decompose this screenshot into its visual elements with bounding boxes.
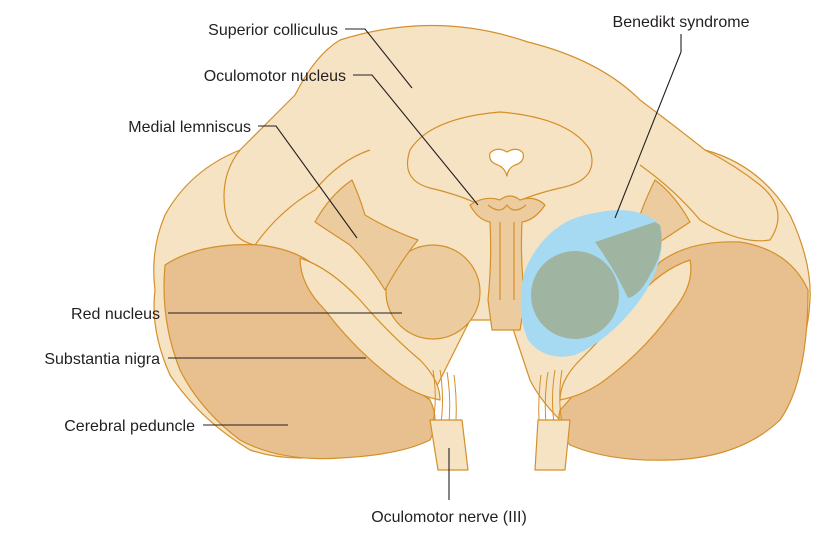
- label-medial-lemniscus: Medial lemniscus: [128, 119, 251, 136]
- label-cerebral-peduncle: Cerebral peduncle: [64, 418, 195, 435]
- benedikt-lesion-red-nucleus-overlap: [531, 251, 619, 339]
- label-oculomotor-nerve: Oculomotor nerve (III): [371, 509, 527, 526]
- label-red-nucleus: Red nucleus: [71, 306, 160, 323]
- label-substantia-nigra: Substantia nigra: [44, 351, 160, 368]
- label-superior-colliculus: Superior colliculus: [208, 22, 338, 39]
- label-oculomotor-nucleus: Oculomotor nucleus: [204, 68, 346, 85]
- label-benedikt-syndrome: Benedikt syndrome: [613, 14, 750, 31]
- oculomotor-nerve-right: [535, 420, 570, 470]
